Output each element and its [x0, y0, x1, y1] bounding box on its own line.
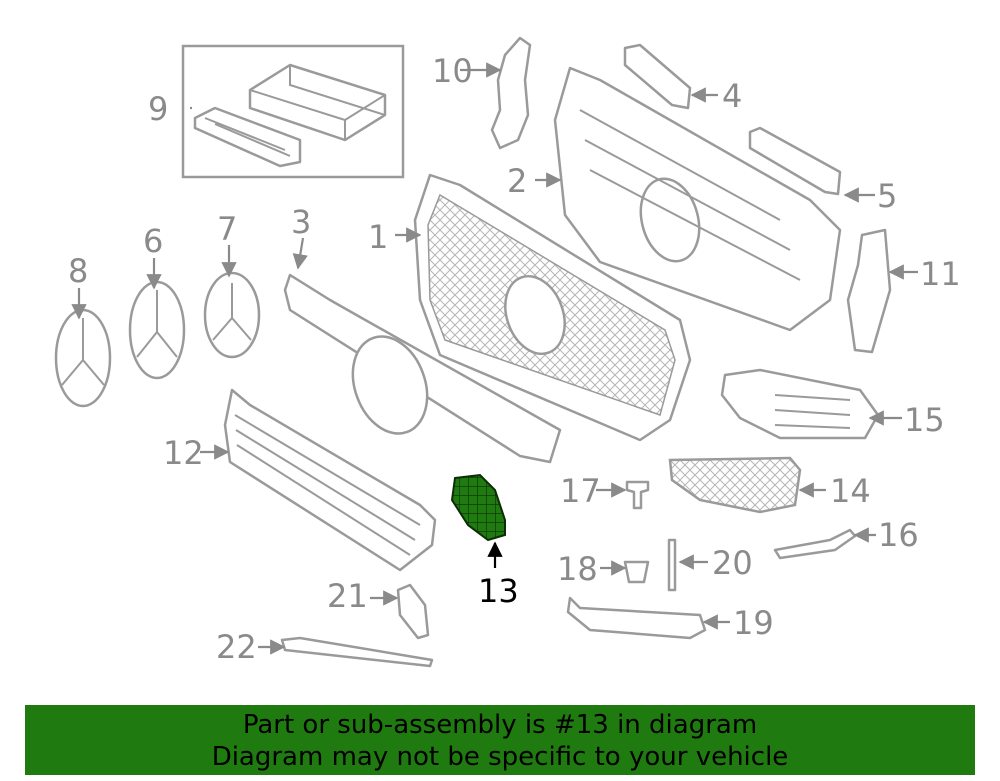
- callout-1: 1: [368, 218, 388, 256]
- callout-16: 16: [878, 516, 919, 554]
- part-4-bracket[interactable]: [623, 43, 692, 110]
- part-9-group[interactable]: [181, 44, 405, 179]
- banner-line-1: Part or sub-assembly is #13 in diagram: [242, 710, 758, 740]
- callout-7: 7: [217, 210, 237, 248]
- callout-3: 3: [291, 203, 311, 241]
- part-16-trim[interactable]: [773, 528, 857, 560]
- part-21-bracket[interactable]: [396, 583, 430, 640]
- info-banner: Part or sub-assembly is #13 in diagram D…: [25, 705, 975, 775]
- callout-21: 21: [327, 577, 368, 615]
- part-5-bracket[interactable]: [748, 126, 842, 196]
- callout-14: 14: [830, 472, 871, 510]
- callout-5: 5: [877, 177, 897, 215]
- callout-18: 18: [557, 550, 598, 588]
- part-18-nut[interactable]: [623, 560, 650, 584]
- callout-6: 6: [143, 222, 163, 260]
- callout-11: 11: [920, 255, 961, 293]
- part-13-highlighted[interactable]: [450, 473, 506, 542]
- callout-4: 4: [722, 77, 742, 115]
- callout-9: 9: [148, 90, 168, 128]
- callout-13: 13: [478, 572, 519, 610]
- part-7-emblem[interactable]: [203, 271, 261, 359]
- part-6-emblem[interactable]: [128, 280, 186, 380]
- part-2-grille-frame[interactable]: [553, 66, 842, 332]
- part-22-trim[interactable]: [280, 636, 434, 668]
- part-14-mesh-insert[interactable]: [668, 456, 802, 514]
- banner-line-2: Diagram may not be specific to your vehi…: [211, 742, 789, 772]
- callout-10: 10: [432, 52, 473, 90]
- parts-diagram: 9 10 4 2 5 1 3 7 6 8 11 12 15 14 17 16 1…: [54, 36, 961, 668]
- part-19-strip[interactable]: [566, 596, 707, 640]
- callout-8: 8: [68, 252, 88, 290]
- callout-19: 19: [733, 604, 774, 642]
- part-12-lower-grille[interactable]: [223, 388, 437, 572]
- callout-22: 22: [216, 628, 257, 666]
- callout-17: 17: [560, 472, 601, 510]
- part-15-fog-frame[interactable]: [720, 368, 880, 440]
- part-11-bracket[interactable]: [846, 228, 892, 354]
- callout-20: 20: [712, 544, 753, 582]
- part-8-emblem[interactable]: [54, 308, 112, 408]
- part-3-chrome-bar[interactable]: [283, 273, 562, 464]
- part-17-bolt[interactable]: [625, 480, 650, 510]
- part-10-bracket[interactable]: [490, 36, 532, 150]
- callout-15: 15: [904, 401, 945, 439]
- part-20-pin[interactable]: [667, 538, 677, 592]
- callout-12: 12: [163, 434, 204, 472]
- part-1-main-grille[interactable]: [413, 173, 692, 442]
- callout-2: 2: [507, 162, 527, 200]
